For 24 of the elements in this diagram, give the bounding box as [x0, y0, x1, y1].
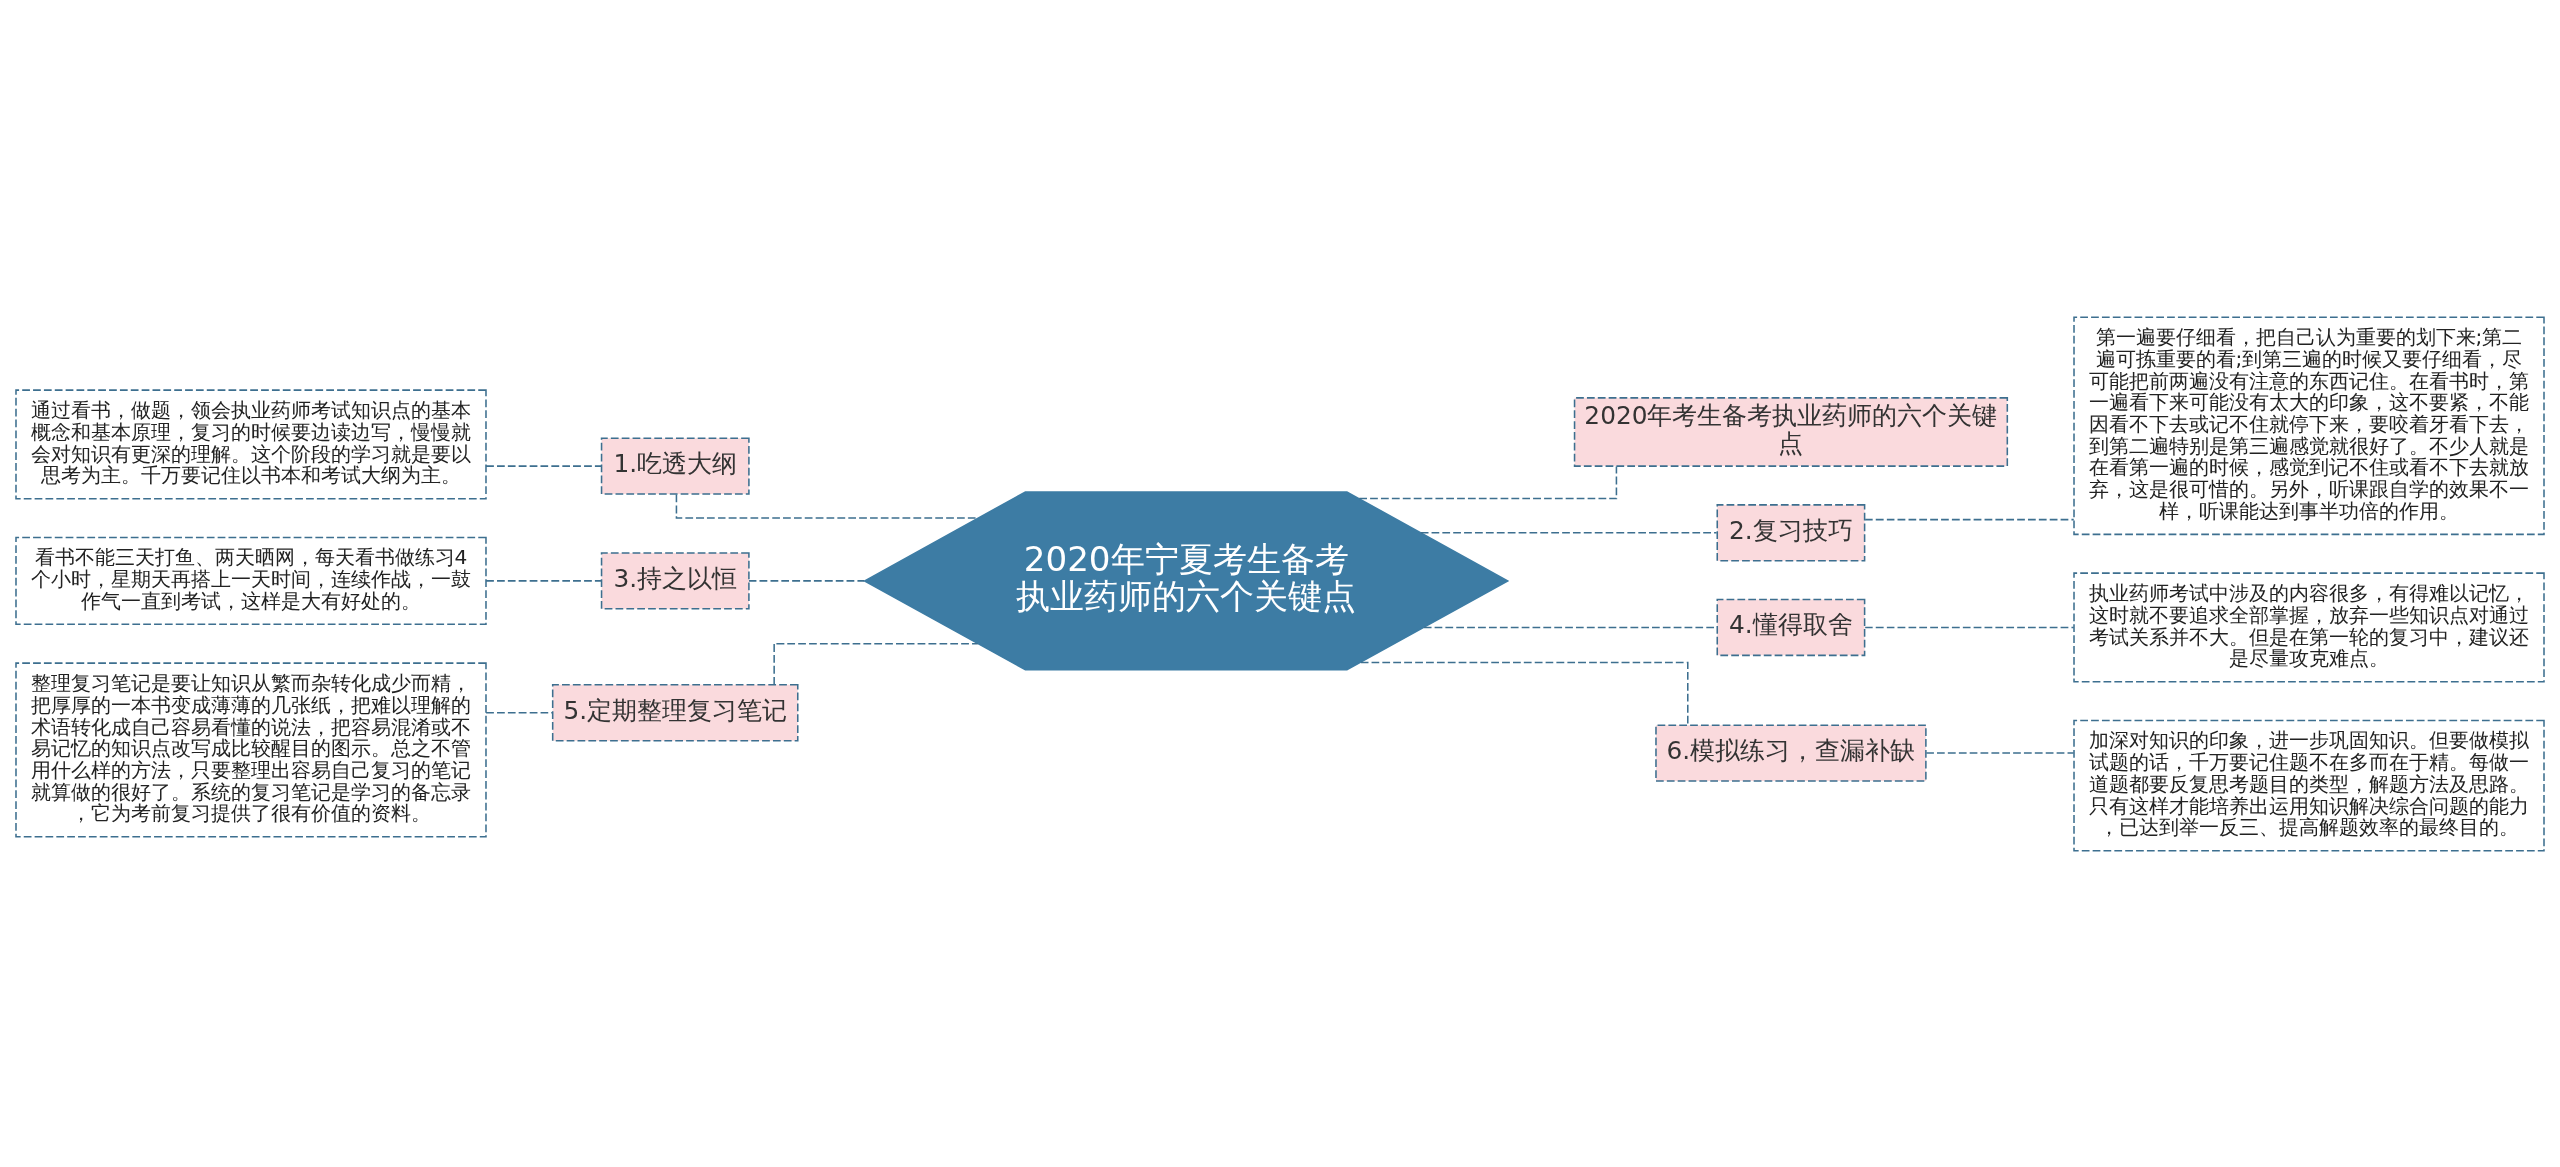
node-box: 看书不能三天打鱼、两天晒网，每天看书做练习4个小时，星期天再搭上一天时间，连续作战，一鼓作气一直到考试，这样是大有好处的。	[15, 536, 487, 625]
node-box: 2020年考生备考执业药师的六个关键点	[1573, 396, 2009, 467]
connector	[485, 711, 553, 713]
connector	[1420, 531, 1718, 534]
node-box: 1.吃透大纲	[600, 436, 750, 495]
node-box: 通过看书，做题，领会执业药师考试知识点的基本概念和基本原理，复习的时候要边读边写，慢慢就会对知识有更深的理解。这个阶段的学习就是要以思考为主。千万要记住以书本和考试大纲为主。	[15, 388, 487, 499]
connector	[1360, 661, 1689, 726]
connector	[748, 579, 865, 582]
connector	[485, 464, 603, 467]
node-box: 2.复习技巧	[1716, 503, 1866, 561]
node-box: 第一遍要仔细看，把自己认为重要的划下来;第二遍可拣重要的看;到第三遍的时候又要仔细看，尽可能把前两遍没有注意的东西记住。在看书时，第一遍看下来可能没有太大的印象，这不要紧，不能因看不下去或记不住就停下来，要咬着牙看下去，到第二遍特别是第三遍感觉就很好了。不少人就是在看第一遍的时候，感觉到记不住或看不下去就放弃，这是很可惜的。另外，听课跟自学的效果不一样，听课能达到事半功倍的作用。	[2073, 315, 2545, 535]
connector	[485, 579, 603, 582]
connector	[773, 642, 979, 685]
node-box: 加深对知识的印象，进一步巩固知识。但要做模拟试题的话，千万要记住题不在多而在于精。每做一道题都要反复思考题目的类型，解题方法及思路。只有这样才能培养出运用知识解决综合问题的能力，已达到举一反三、提高解题效率的最终目的。	[2073, 719, 2545, 852]
connector	[1864, 626, 2075, 628]
connector	[1925, 751, 2075, 754]
node-box: 6.模拟练习，查漏补缺	[1655, 723, 1927, 782]
node-box: 4.懂得取舍	[1716, 598, 1866, 656]
node-box: 整理复习笔记是要让知识从繁而杂转化成少而精，把厚厚的一本书变成薄薄的几张纸，把难以理解的术语转化成自己容易看懂的说法，把容易混淆或不易记忆的知识点改写成比较醒目的图示。总之不管用什么样的方法，只要整理出容易自己复习的笔记就算做的很好了。系统的复习笔记是学习的备忘录，它为考前复习提供了很有价值的资料。	[15, 661, 487, 838]
connector	[1864, 518, 2075, 520]
node-box: 执业药师考试中涉及的内容很多，有得难以记忆，这时就不要追求全部掌握，放弃一些知识点对通过考试关系并不大。但是在第一轮的复习中，建议还是尽量攻克难点。	[2073, 571, 2545, 682]
connector	[675, 493, 979, 519]
node-box: 3.持之以恒	[600, 551, 750, 610]
node-box: 5.定期整理复习笔记	[551, 683, 799, 741]
